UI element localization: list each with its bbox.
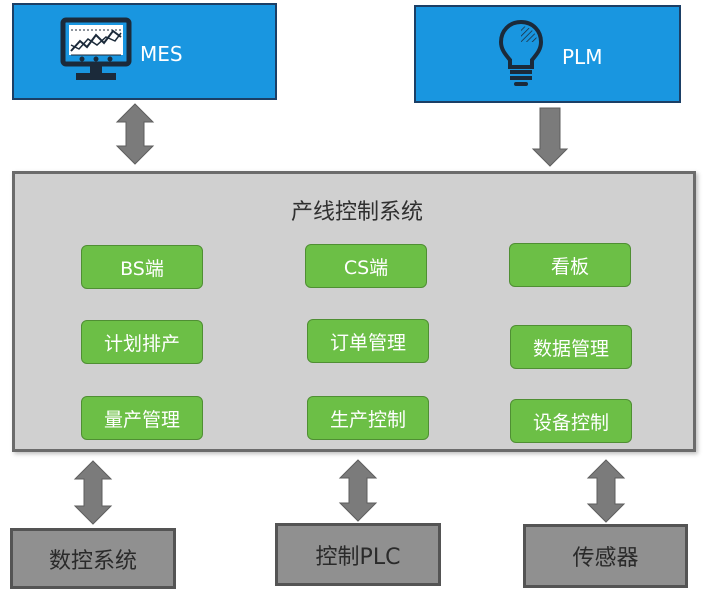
module-bs-client: BS端 <box>81 245 203 289</box>
mes-box: MES <box>12 3 277 100</box>
module-mass-production-management: 量产管理 <box>81 396 203 440</box>
module-equipment-control: 设备控制 <box>510 399 632 443</box>
module-data-management: 数据管理 <box>510 325 632 369</box>
panel-title: 产线控制系统 <box>290 200 423 225</box>
module-production-planning: 计划排产 <box>81 320 203 364</box>
sensor-box: 传感器 <box>523 524 688 588</box>
mes-label: MES <box>140 42 183 66</box>
control-plc-box: 控制PLC <box>275 523 441 586</box>
module-dashboard: 看板 <box>509 243 631 287</box>
plc-double-arrow <box>338 459 378 522</box>
monitor-chart-icon <box>60 17 132 80</box>
plm-box: PLM <box>414 5 681 103</box>
module-order-management: 订单管理 <box>307 319 429 363</box>
module-production-control: 生产控制 <box>307 396 429 440</box>
mes-double-arrow <box>115 103 155 165</box>
plm-down-arrow <box>531 107 569 167</box>
cnc-double-arrow <box>73 460 113 525</box>
plm-label: PLM <box>562 45 603 69</box>
sensor-double-arrow <box>586 459 626 523</box>
lightbulb-icon <box>498 19 544 86</box>
module-cs-client: CS端 <box>305 244 427 288</box>
cnc-system-box: 数控系统 <box>10 528 176 589</box>
